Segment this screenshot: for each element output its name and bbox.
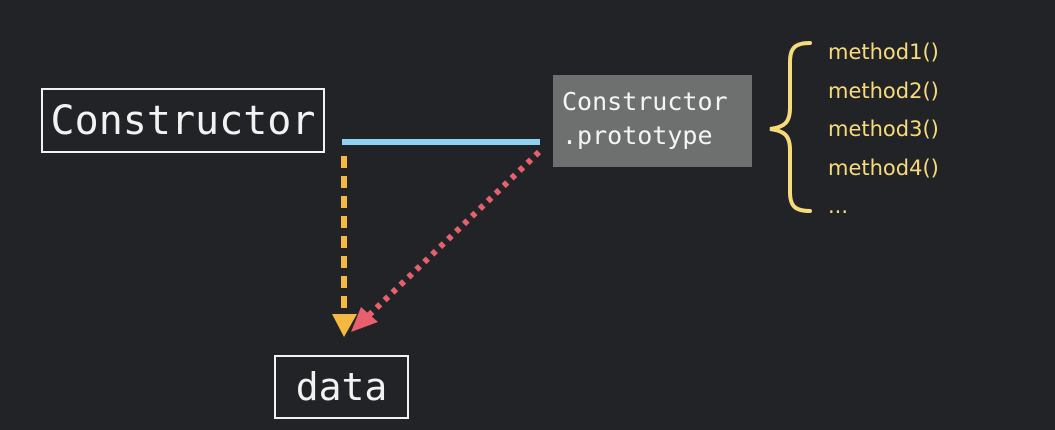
constructor-to-data-arrowhead (332, 314, 357, 337)
methods-brace (769, 41, 812, 213)
data-label: data (295, 365, 388, 409)
prototype-label-line2: .prototype (562, 121, 713, 150)
method-item: method4() (828, 155, 939, 180)
prototype-to-data-arrowhead (351, 307, 378, 332)
constructor-node: Constructor (41, 88, 325, 153)
data-node: data (274, 355, 409, 419)
prototype-to-data-arrow (363, 149, 542, 321)
method-item: method2() (828, 78, 939, 103)
prototype-label-line1: Constructor (562, 87, 728, 116)
constructor-label: Constructor (50, 97, 316, 144)
method-item: method1() (828, 40, 939, 64)
method-item: method3() (828, 117, 939, 141)
prototype-node: Constructor .prototype (553, 75, 752, 167)
methods-list: method1() method2() method3() method4() … (828, 33, 939, 226)
method-item-ellipsis: ... (828, 194, 849, 218)
